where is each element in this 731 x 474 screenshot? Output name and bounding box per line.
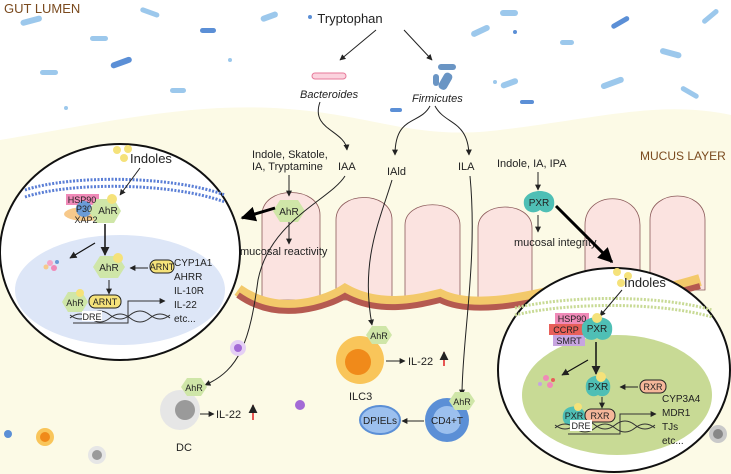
ilc3-ahr-label: AhR (370, 331, 388, 341)
ahr-panel-xap2: XAP2 (74, 215, 97, 225)
arrow-to-pxr-panel (554, 204, 614, 264)
pxr-panel-smrt: SMRT (556, 336, 582, 346)
dc-label: DC (176, 442, 192, 454)
ahr-receptor-icon (273, 200, 305, 222)
iald-label: IAld (387, 166, 406, 178)
dc-ahr-label: AhR (185, 383, 203, 393)
pxr-target-gene: MDR1 (662, 408, 691, 419)
arrow-to-ahr-panel (240, 206, 276, 222)
ahr-target-gene: IL-22 (174, 300, 197, 311)
arrow-to-ila (434, 105, 472, 156)
ahr-panel-ahr-cytoplasm: AhR (98, 206, 117, 217)
arrow-iald-to-ilc3 (367, 179, 393, 326)
ahr-panel-arnt: ARNT (150, 262, 175, 272)
ahr-signaling-panel (0, 143, 241, 361)
firmicutes-icon (433, 64, 456, 90)
cd4-label: CD4+T (431, 416, 463, 427)
ahr-panel-hsp90: HSP90 (68, 195, 97, 205)
ahr-panel-arnt-bound: ARNT (93, 297, 118, 307)
intestinal-villi (261, 192, 706, 301)
ilc3-label: ILC3 (349, 391, 372, 403)
pxr-panel-hsp90: HSP90 (558, 314, 587, 324)
mucus-layer-label: MUCUS LAYER (640, 149, 726, 163)
pxr-panel-rxr: RXR (643, 382, 663, 392)
mucosal-integrity-label: mucosal integrity (514, 237, 597, 249)
arrow-iaa-to-dc (204, 175, 346, 386)
bacteroides-label: Bacteroides (300, 89, 359, 101)
cd4-ahr-label: AhR (453, 397, 471, 407)
iaa-label: IAA (338, 161, 356, 173)
pxr-panel-pxr-nucleus: PXR (588, 382, 609, 393)
pxr-target-gene: TJs (662, 422, 678, 433)
ahr-panel-title: Indoles (130, 151, 172, 166)
pxr-panel-pxr-bound: PXR (565, 411, 584, 421)
firmicutes-label: Firmicutes (412, 93, 463, 105)
arrow-to-iald (392, 105, 431, 156)
dc-il22-label: IL-22 (216, 409, 241, 421)
pxr-signaling-panel (497, 267, 731, 473)
ilc3-ahr-icon (366, 326, 392, 344)
ahr-target-gene: AHRR (174, 272, 202, 283)
ahr-receptor-label: AhR (279, 207, 298, 218)
ahr-panel-ahr-bound: AhR (66, 298, 84, 308)
ahr-target-gene: IL-10R (174, 286, 204, 297)
ilc3-il22-label: IL-22 (408, 356, 433, 368)
pxr-target-genes: CYP3A4 MDR1 TJs etc... (662, 394, 701, 447)
ahr-panel-dre: DRE (82, 312, 101, 322)
dc-cell (160, 390, 200, 430)
arrow-to-firmicutes (403, 29, 433, 61)
tryptophan-label: Tryptophan (317, 11, 382, 26)
cd4-ahr-icon (449, 392, 475, 410)
ila-label: ILA (458, 161, 475, 173)
metabolite-group2: Indole, IA, IPA (497, 158, 567, 170)
ahr-panel-ahr-nucleus: AhR (99, 263, 118, 274)
gut-lumen-label: GUT LUMEN (4, 1, 80, 16)
ilc3-cell (336, 336, 384, 384)
metabolite-group1-line2: IA, Tryptamine (252, 161, 323, 173)
pxr-panel-rxr-bound: RXR (590, 411, 610, 421)
arrow-to-iaa (317, 101, 350, 151)
dc-ahr-icon (181, 378, 207, 396)
pxr-receptor-icon (523, 191, 555, 213)
pxr-panel-title: Indoles (624, 275, 666, 290)
ahr-panel-p30: P30 (76, 204, 92, 214)
pxr-receptor-label: PXR (529, 198, 550, 209)
pxr-target-gene: etc... (662, 436, 684, 447)
bacteroides-icon (311, 72, 347, 80)
scattered-cells (4, 340, 727, 464)
metabolite-group1-line1: Indole, Skatole, (252, 149, 328, 161)
lumen-bacteria (20, 7, 719, 112)
arrow-ila-to-cd4 (459, 175, 473, 396)
ahr-target-gene: etc... (174, 314, 196, 325)
dpiels-label: DPIELs (363, 416, 397, 427)
ahr-target-gene: CYP1A1 (174, 258, 213, 269)
pxr-target-gene: CYP3A4 (662, 394, 701, 405)
ahr-target-genes: CYP1A1 AHRR IL-10R IL-22 etc... (174, 258, 213, 325)
pxr-panel-dre: DRE (571, 421, 590, 431)
dpiels-cell (359, 405, 401, 435)
pxr-panel-ccrp: CCRP (553, 325, 579, 335)
mucosal-reactivity-label: mucosal reactivity (240, 246, 328, 258)
pxr-panel-pxr-cytoplasm: PXR (587, 324, 608, 335)
arrow-to-bacteroides (339, 29, 377, 61)
